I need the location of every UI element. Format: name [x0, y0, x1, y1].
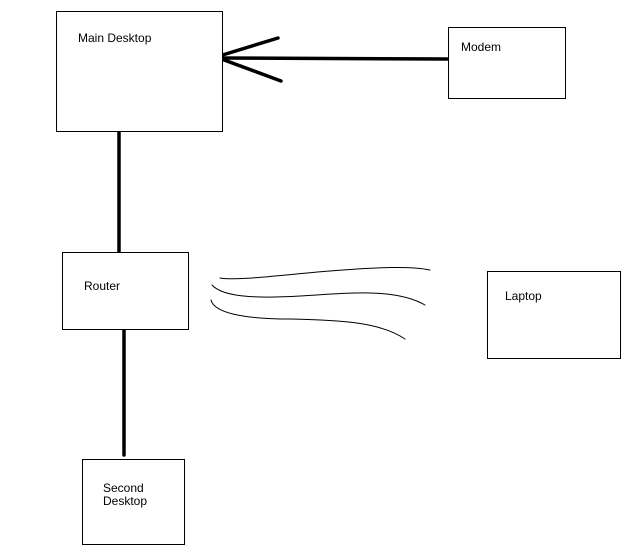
wireless-wave-2 — [211, 284, 426, 306]
router-node: Router — [62, 252, 189, 330]
second-desktop-node: Second Desktop — [82, 459, 185, 545]
second-desktop-label: Second Desktop — [103, 481, 148, 508]
router-label: Router — [84, 279, 121, 293]
modem-label: Modem — [461, 40, 502, 54]
modem-node: Modem — [448, 27, 566, 99]
arrow-shaft — [214, 56, 449, 61]
laptop-node: Laptop — [487, 271, 621, 359]
modem-to-main-desktop-arrow — [214, 36, 449, 83]
wireless-wave-1 — [219, 266, 431, 280]
wireless-signal-waves — [210, 266, 431, 340]
main-desktop-node: Main Desktop — [56, 11, 223, 132]
wireless-wave-3 — [210, 299, 406, 340]
laptop-label: Laptop — [505, 289, 542, 303]
main-desktop-label: Main Desktop — [78, 31, 152, 45]
